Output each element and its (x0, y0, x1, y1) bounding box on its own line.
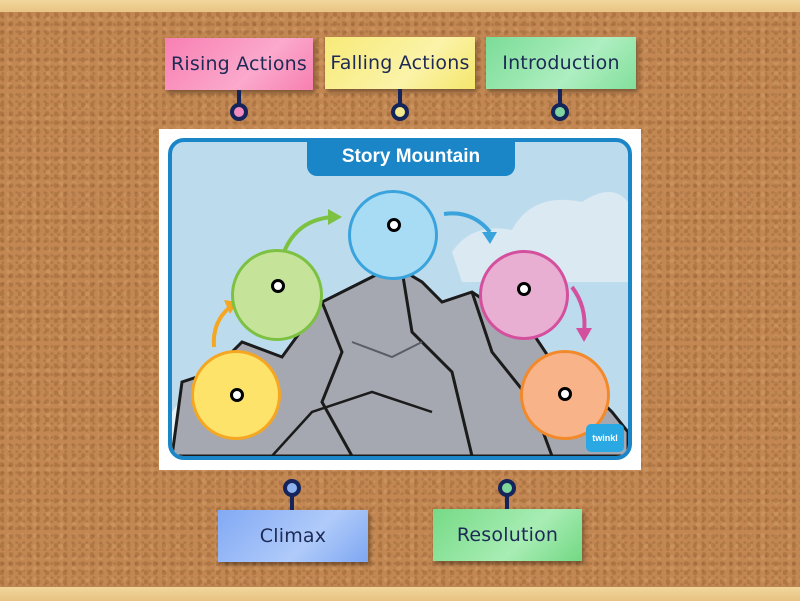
label-text: Resolution (456, 524, 559, 546)
pin-icon (391, 103, 409, 121)
pin-stem (290, 495, 294, 510)
label-introduction[interactable]: Introduction (486, 37, 636, 89)
pin-stem (558, 89, 562, 104)
story-mountain-poster: Story Mountain twinkl (159, 129, 641, 470)
stage-circle-4 (479, 250, 569, 340)
label-climax[interactable]: Climax (218, 510, 368, 562)
drop-target-stage-5[interactable] (558, 387, 572, 401)
poster-frame: Story Mountain twinkl (168, 138, 632, 460)
board-frame-bottom (0, 586, 800, 601)
label-rising-actions[interactable]: Rising Actions (165, 38, 313, 90)
label-text: Introduction (502, 52, 620, 74)
stage-circle-3 (348, 190, 438, 280)
label-text: Rising Actions (170, 53, 307, 75)
pin-icon (230, 103, 248, 121)
drop-target-stage-3[interactable] (387, 218, 401, 232)
pin-icon (551, 103, 569, 121)
pin-stem (237, 90, 241, 104)
drop-target-stage-2[interactable] (271, 279, 285, 293)
label-resolution[interactable]: Resolution (433, 509, 582, 561)
pin-stem (398, 89, 402, 104)
label-falling-actions[interactable]: Falling Actions (325, 37, 475, 89)
label-text: Falling Actions (330, 52, 470, 74)
twinkl-logo: twinkl (586, 424, 624, 452)
drop-target-stage-1[interactable] (230, 388, 244, 402)
stage-circle-2 (231, 249, 323, 341)
drop-target-stage-4[interactable] (517, 282, 531, 296)
poster-title: Story Mountain (307, 142, 515, 176)
label-text: Climax (259, 525, 327, 547)
pin-stem (505, 495, 509, 510)
